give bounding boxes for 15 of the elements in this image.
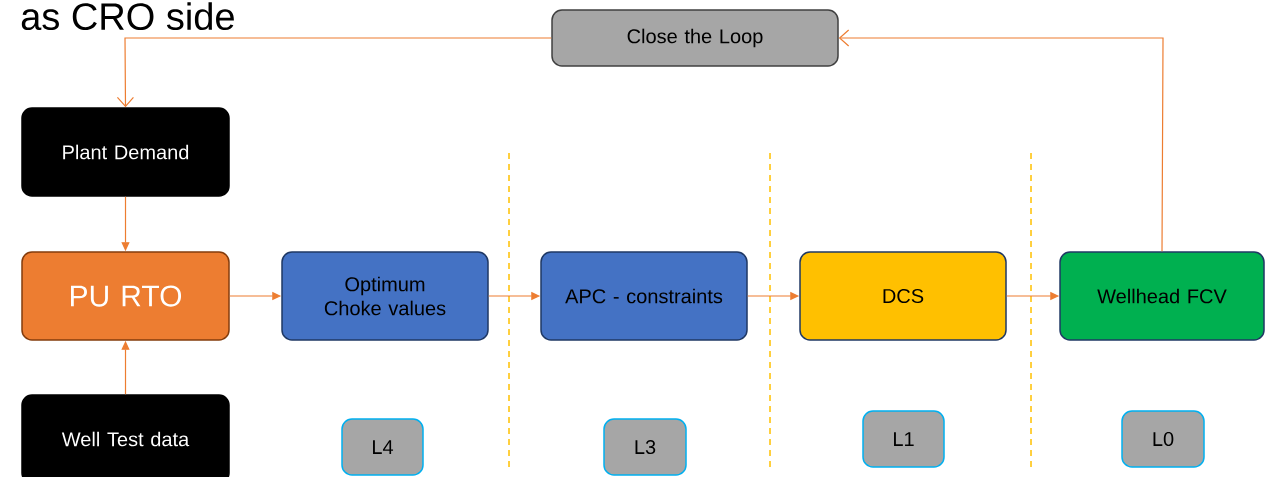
process-box: Wellhead FCV — [1059, 251, 1265, 341]
input-box: Well Test data — [21, 394, 230, 477]
level-tag: L0 — [1121, 410, 1205, 468]
input-box: Plant Demand — [21, 107, 230, 197]
arrow — [116, 37, 552, 108]
heading: as CRO side — [21, 2, 234, 31]
process-box: Optimum Choke values — [281, 251, 489, 341]
process-box: APC - constraints — [540, 251, 748, 341]
process-box: Close the Loop — [551, 9, 839, 67]
process-box: DCS — [799, 251, 1007, 341]
level-tag: L3 — [603, 418, 687, 476]
arrow — [838, 29, 1164, 252]
level-tag: L1 — [862, 410, 945, 468]
level-tag: L4 — [341, 418, 424, 476]
process-box: PU RTO — [21, 251, 230, 341]
